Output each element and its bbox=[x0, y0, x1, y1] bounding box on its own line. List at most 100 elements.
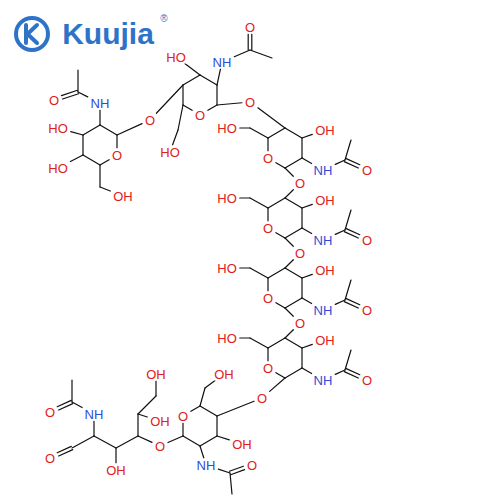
bond-line bbox=[200, 75, 217, 85]
atom-label: O bbox=[48, 94, 60, 107]
bond-line bbox=[99, 110, 100, 125]
bond-line bbox=[250, 50, 272, 58]
atom-label: OH bbox=[145, 368, 167, 381]
atom-label: NH bbox=[313, 304, 334, 317]
bond-line bbox=[335, 300, 345, 304]
bond-line bbox=[301, 208, 302, 228]
atom-label: NH bbox=[313, 164, 334, 177]
bond-line bbox=[268, 268, 285, 278]
bond-line bbox=[285, 268, 302, 278]
atom-label: NH bbox=[313, 374, 334, 387]
bond-line bbox=[59, 404, 73, 410]
bond-line bbox=[72, 436, 94, 448]
bond-line bbox=[285, 190, 293, 198]
bond-line bbox=[77, 70, 78, 92]
atom-label: O bbox=[44, 406, 56, 419]
bond-line bbox=[285, 128, 302, 138]
bond-line bbox=[345, 280, 351, 300]
bond-line bbox=[285, 368, 302, 378]
bond-line bbox=[99, 165, 100, 187]
bond-line bbox=[301, 348, 302, 368]
bond-line bbox=[173, 130, 178, 145]
bond-line bbox=[183, 105, 192, 110]
atom-label: O bbox=[44, 452, 56, 465]
bond-line bbox=[217, 401, 254, 416]
bond-line bbox=[200, 446, 204, 458]
atom-label: O bbox=[244, 96, 256, 109]
bond-line bbox=[301, 278, 302, 298]
bond-line bbox=[285, 228, 302, 238]
atom-label: O bbox=[294, 177, 306, 190]
atom-label: O bbox=[262, 152, 274, 165]
bond-line bbox=[302, 204, 312, 208]
atom-label: HO bbox=[165, 51, 187, 64]
atom-label: HO bbox=[159, 146, 181, 159]
atom-label: OH bbox=[231, 438, 253, 451]
atom-label: O bbox=[262, 292, 274, 305]
bond-line bbox=[302, 344, 312, 348]
bond-line bbox=[258, 108, 285, 128]
bond-line bbox=[346, 228, 360, 234]
atom-label: O bbox=[154, 440, 166, 453]
bond-line bbox=[117, 124, 142, 135]
bond-line bbox=[285, 238, 293, 246]
bond-line bbox=[178, 105, 183, 130]
bond-line bbox=[234, 50, 250, 57]
bond-line bbox=[229, 466, 243, 471]
atom-label: O bbox=[256, 392, 268, 405]
bond-line bbox=[217, 69, 220, 85]
atom-label: OH bbox=[112, 190, 134, 203]
bond-line bbox=[345, 210, 351, 230]
bond-line bbox=[72, 402, 82, 408]
bond-line bbox=[183, 436, 200, 446]
bond-line bbox=[71, 132, 83, 135]
atom-label: O bbox=[361, 234, 373, 247]
bond-line bbox=[302, 368, 312, 374]
bond-line bbox=[100, 160, 109, 165]
atom-label: NH bbox=[313, 234, 334, 247]
atom-label: O bbox=[361, 304, 373, 317]
bond-line bbox=[63, 94, 79, 99]
bond-line bbox=[59, 450, 73, 456]
bond-line bbox=[302, 274, 312, 278]
bond-line bbox=[267, 208, 268, 221]
atom-label: NH bbox=[196, 459, 217, 472]
bond-line bbox=[218, 469, 230, 473]
atom-label: O bbox=[246, 459, 258, 472]
bond-line bbox=[335, 160, 345, 164]
bond-line bbox=[345, 350, 351, 370]
bond-line bbox=[168, 436, 183, 443]
bond-line bbox=[346, 158, 360, 164]
bond-line bbox=[268, 128, 285, 138]
bond-line bbox=[267, 348, 268, 361]
bond-line bbox=[267, 138, 268, 151]
bond-line bbox=[270, 378, 285, 391]
bond-line bbox=[208, 105, 217, 110]
bond-line bbox=[301, 138, 302, 158]
bond-line bbox=[240, 127, 250, 128]
bond-line bbox=[285, 308, 293, 316]
bond-line bbox=[251, 34, 252, 50]
atom-label: NH bbox=[212, 56, 233, 69]
atom-label: HO bbox=[216, 332, 238, 345]
bond-line bbox=[240, 337, 250, 338]
bond-line bbox=[285, 260, 293, 268]
logo-text: Kuujia bbox=[62, 19, 154, 49]
atom-label: OH bbox=[105, 464, 127, 477]
bond-line bbox=[250, 198, 268, 208]
bond-line bbox=[268, 338, 285, 348]
bond-line bbox=[216, 85, 217, 105]
atom-label: O bbox=[111, 149, 123, 162]
atom-label: O bbox=[361, 164, 373, 177]
bond-line bbox=[268, 198, 285, 208]
bond-line bbox=[83, 155, 100, 165]
bond-line bbox=[183, 75, 200, 85]
bond-line bbox=[346, 368, 360, 374]
atom-label: OH bbox=[314, 334, 336, 347]
bond-line bbox=[182, 423, 183, 436]
atom-label: O bbox=[244, 21, 256, 34]
bond-line bbox=[100, 187, 110, 191]
bond-line bbox=[138, 414, 147, 417]
